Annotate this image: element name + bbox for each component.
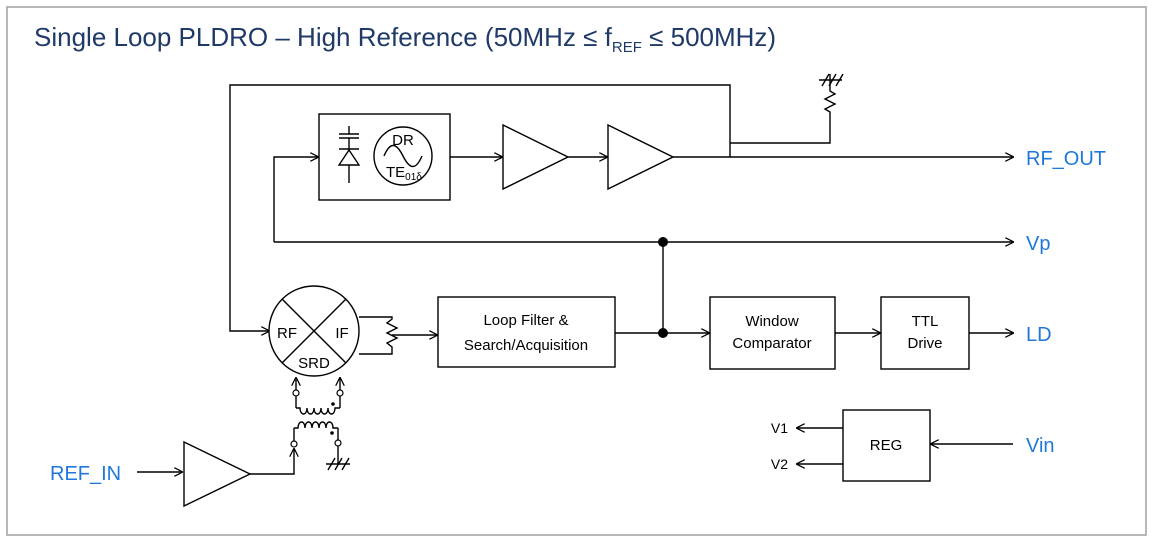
mixer-srd (268, 285, 360, 377)
ttl-drive-label-2: Drive (907, 335, 942, 352)
rf-amplifier-2 (607, 123, 675, 191)
loop-filter-label-1: Loop Filter & (483, 312, 568, 329)
loop-filter-block (437, 296, 616, 368)
reg-block (842, 409, 931, 482)
vp-label: Vp (1026, 233, 1050, 255)
v1-label: V1 (771, 420, 788, 436)
mixer-if-label: IF (335, 325, 348, 342)
diagram-border (6, 6, 1147, 536)
ref-amplifier (183, 440, 252, 508)
varactor-diode-icon (337, 126, 361, 183)
ld-label: LD (1026, 324, 1052, 346)
ref-in-label: REF_IN (50, 463, 121, 485)
termination-resistor-icon (819, 73, 844, 127)
loop-filter-label-2: Search/Acquisition (464, 337, 588, 354)
rf-amplifier-1 (502, 123, 570, 191)
window-comparator-label-1: Window (745, 313, 799, 330)
rf-out-label: RF_OUT (1026, 148, 1106, 170)
dielectric-resonator-icon (373, 126, 433, 186)
feedback-line (229, 84, 731, 331)
window-comparator-block (709, 296, 836, 370)
window-comparator-label-2: Comparator (732, 335, 811, 352)
dro-te-label: TE01δ (386, 164, 422, 183)
junction-dot-lf (658, 328, 668, 338)
dro-dr-label: DR (392, 132, 414, 149)
if-resistor-icon (359, 316, 399, 355)
mixer-srd-label: SRD (298, 355, 330, 372)
ttl-drive-block (880, 296, 970, 370)
ttl-drive-label-1: TTL (912, 313, 939, 330)
srd-transformer-icon (292, 389, 344, 415)
diagram-title: Single Loop PLDRO – High Reference (50MH… (34, 22, 776, 56)
v2-label: V2 (771, 456, 788, 472)
mixer-rf-label: RF (277, 325, 297, 342)
junction-dot-vp (658, 237, 668, 247)
vin-label: Vin (1026, 435, 1055, 457)
reg-label: REG (870, 437, 903, 454)
input-transformer-icon (290, 421, 350, 471)
